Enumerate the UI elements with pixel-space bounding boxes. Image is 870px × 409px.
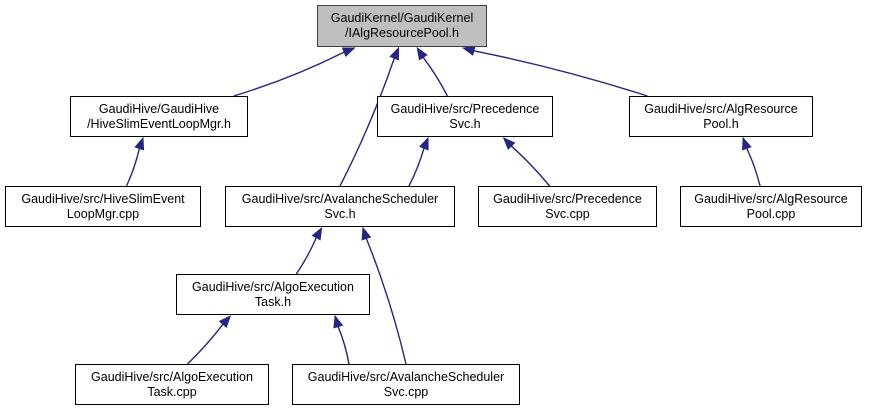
graph-edge-avalancheschedulersvc-h-to-ialgresourcepool-h <box>339 57 395 187</box>
graph-edge-avalancheschedulersvc-h-to-precedencesvc-h <box>408 148 425 187</box>
graph-node-label: GaudiHive/src/AvalancheScheduler Svc.cpp <box>307 369 505 399</box>
graph-node-ialgresourcepool-h[interactable]: GaudiKernel/GaudiKernel /IAlgResourcePoo… <box>317 5 487 47</box>
graph-node-hiveslimeventloopmgr-cpp[interactable]: GaudiHive/src/HiveSlimEvent LoopMgr.cpp <box>5 186 201 227</box>
graph-node-label: GaudiHive/src/AlgResource Pool.h <box>644 101 798 131</box>
graph-node-label: GaudiHive/src/HiveSlimEvent LoopMgr.cpp <box>21 191 185 221</box>
graph-edge-arrowhead <box>341 47 356 58</box>
graph-node-precedencesvc-cpp[interactable]: GaudiHive/src/Precedence Svc.cpp <box>478 186 657 227</box>
graph-node-label: GaudiHive/src/Precedence Svc.h <box>390 101 540 131</box>
graph-node-label: GaudiHive/src/Precedence Svc.cpp <box>493 191 642 221</box>
graph-edge-arrowhead <box>389 46 400 61</box>
graph-node-label: GaudiHive/src/AlgoExecution Task.cpp <box>91 369 253 399</box>
graph-edge-arrowhead <box>134 136 145 151</box>
graph-edge-algresourcepool-cpp-to-algresourcepool-h <box>746 148 761 187</box>
graph-node-algoexecutiontask-h[interactable]: GaudiHive/src/AlgoExecution Task.h <box>176 274 370 315</box>
graph-node-label: GaudiKernel/GaudiKernel /IAlgResourcePoo… <box>330 11 474 40</box>
graph-edge-arrowhead <box>461 45 476 56</box>
graph-edge-arrowhead <box>742 136 752 151</box>
graph-edge-precedencesvc-h-to-ialgresourcepool-h <box>422 56 449 97</box>
graph-edge-algoexecutiontask-h-to-avalancheschedulersvc-h <box>295 237 317 275</box>
graph-edge-hiveslimeventloopmgr-h-to-ialgresourcepool-h <box>233 51 345 97</box>
graph-node-label: GaudiHive/GaudiHive /HiveSlimEventLoopMg… <box>87 101 231 131</box>
graph-node-algoexecutiontask-cpp[interactable]: GaudiHive/src/AlgoExecution Task.cpp <box>75 364 269 405</box>
graph-edge-arrowhead <box>218 314 232 329</box>
graph-edge-avalancheschedulersvc-cpp-to-algoexecutiontask-h <box>337 326 350 365</box>
graph-node-label: GaudiHive/src/AvalancheScheduler Svc.h <box>241 191 439 221</box>
graph-node-precedencesvc-h[interactable]: GaudiHive/src/Precedence Svc.h <box>377 96 553 137</box>
graph-edge-arrowhead <box>361 226 372 241</box>
graph-node-algresourcepool-cpp[interactable]: GaudiHive/src/AlgResource Pool.cpp <box>680 186 862 227</box>
graph-edge-hiveslimeventloopmgr-cpp-to-hiveslimeventloopmgr-h <box>125 148 141 187</box>
graph-edge-algoexecutiontask-cpp-to-algoexecutiontask-h <box>187 323 224 365</box>
graph-edge-arrowhead <box>502 137 516 150</box>
graph-node-algresourcepool-h[interactable]: GaudiHive/src/AlgResource Pool.h <box>629 96 813 137</box>
graph-node-hiveslimeventloopmgr-h[interactable]: GaudiHive/GaudiHive /HiveSlimEventLoopMg… <box>70 96 248 137</box>
graph-edge-algresourcepool-h-to-ialgresourcepool-h <box>473 50 648 97</box>
graph-node-avalancheschedulersvc-cpp[interactable]: GaudiHive/src/AvalancheScheduler Svc.cpp <box>292 364 520 405</box>
graph-edge-arrowhead <box>311 226 323 241</box>
graph-edge-avalancheschedulersvc-cpp-to-avalancheschedulersvc-h <box>365 238 407 365</box>
graph-node-avalancheschedulersvc-h[interactable]: GaudiHive/src/AvalancheScheduler Svc.h <box>225 186 455 227</box>
graph-edge-arrowhead <box>419 136 429 151</box>
graph-node-label: GaudiHive/src/AlgResource Pool.cpp <box>694 191 848 221</box>
graph-edge-arrowhead <box>333 314 344 329</box>
graph-edge-arrowhead <box>416 46 428 61</box>
graph-node-label: GaudiHive/src/AlgoExecution Task.h <box>192 279 354 309</box>
graph-edge-precedencesvc-cpp-to-precedencesvc-h <box>510 145 551 187</box>
